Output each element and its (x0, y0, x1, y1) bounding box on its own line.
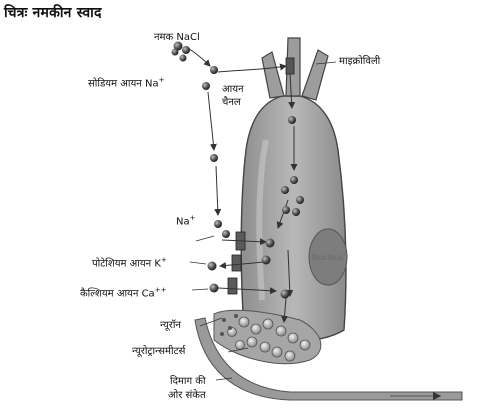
ion-channel-label-line1: आयन (222, 84, 244, 95)
neuron-label: न्यूरॉन (160, 320, 181, 331)
ion-channel-label-line2: चैनल (222, 97, 241, 108)
potassium-channel (231, 254, 242, 272)
nucleus (308, 228, 348, 286)
released-transmitters (220, 314, 238, 336)
calcium-channel (227, 277, 238, 295)
sodium-label: Na+ (176, 214, 196, 228)
potassium-ions (207, 255, 271, 271)
microvilli-channel (285, 57, 295, 75)
nucleus-label: Nucleus (312, 253, 344, 262)
nacl-molecules (171, 41, 218, 90)
brain-signal-label-line1: दिमाग की (170, 376, 206, 387)
neurotransmitter-vesicles (227, 316, 311, 362)
figure-title: चित्रः नमकीन स्वाद (4, 5, 102, 21)
microvilli-label: माइक्रोविली (339, 56, 381, 67)
neurotransmitters-label: न्यूरोट्रान्समीटर्स (132, 346, 186, 357)
potassium-ion-label: पोटेशियम आयन K+ (92, 256, 167, 270)
sodium-ions (210, 116, 304, 248)
microvilli (261, 37, 329, 101)
sodium-ion-label: सोडियम आयन Na+ (88, 76, 165, 90)
salt-label: नमक NaCl (154, 32, 200, 43)
calcium-ion-label: कैल्शियम आयन Ca++ (80, 286, 167, 300)
brain-signal-label-line2: ओर संकेत (168, 390, 206, 401)
nerve-fiber (194, 317, 463, 401)
calcium-ions (209, 283, 290, 299)
